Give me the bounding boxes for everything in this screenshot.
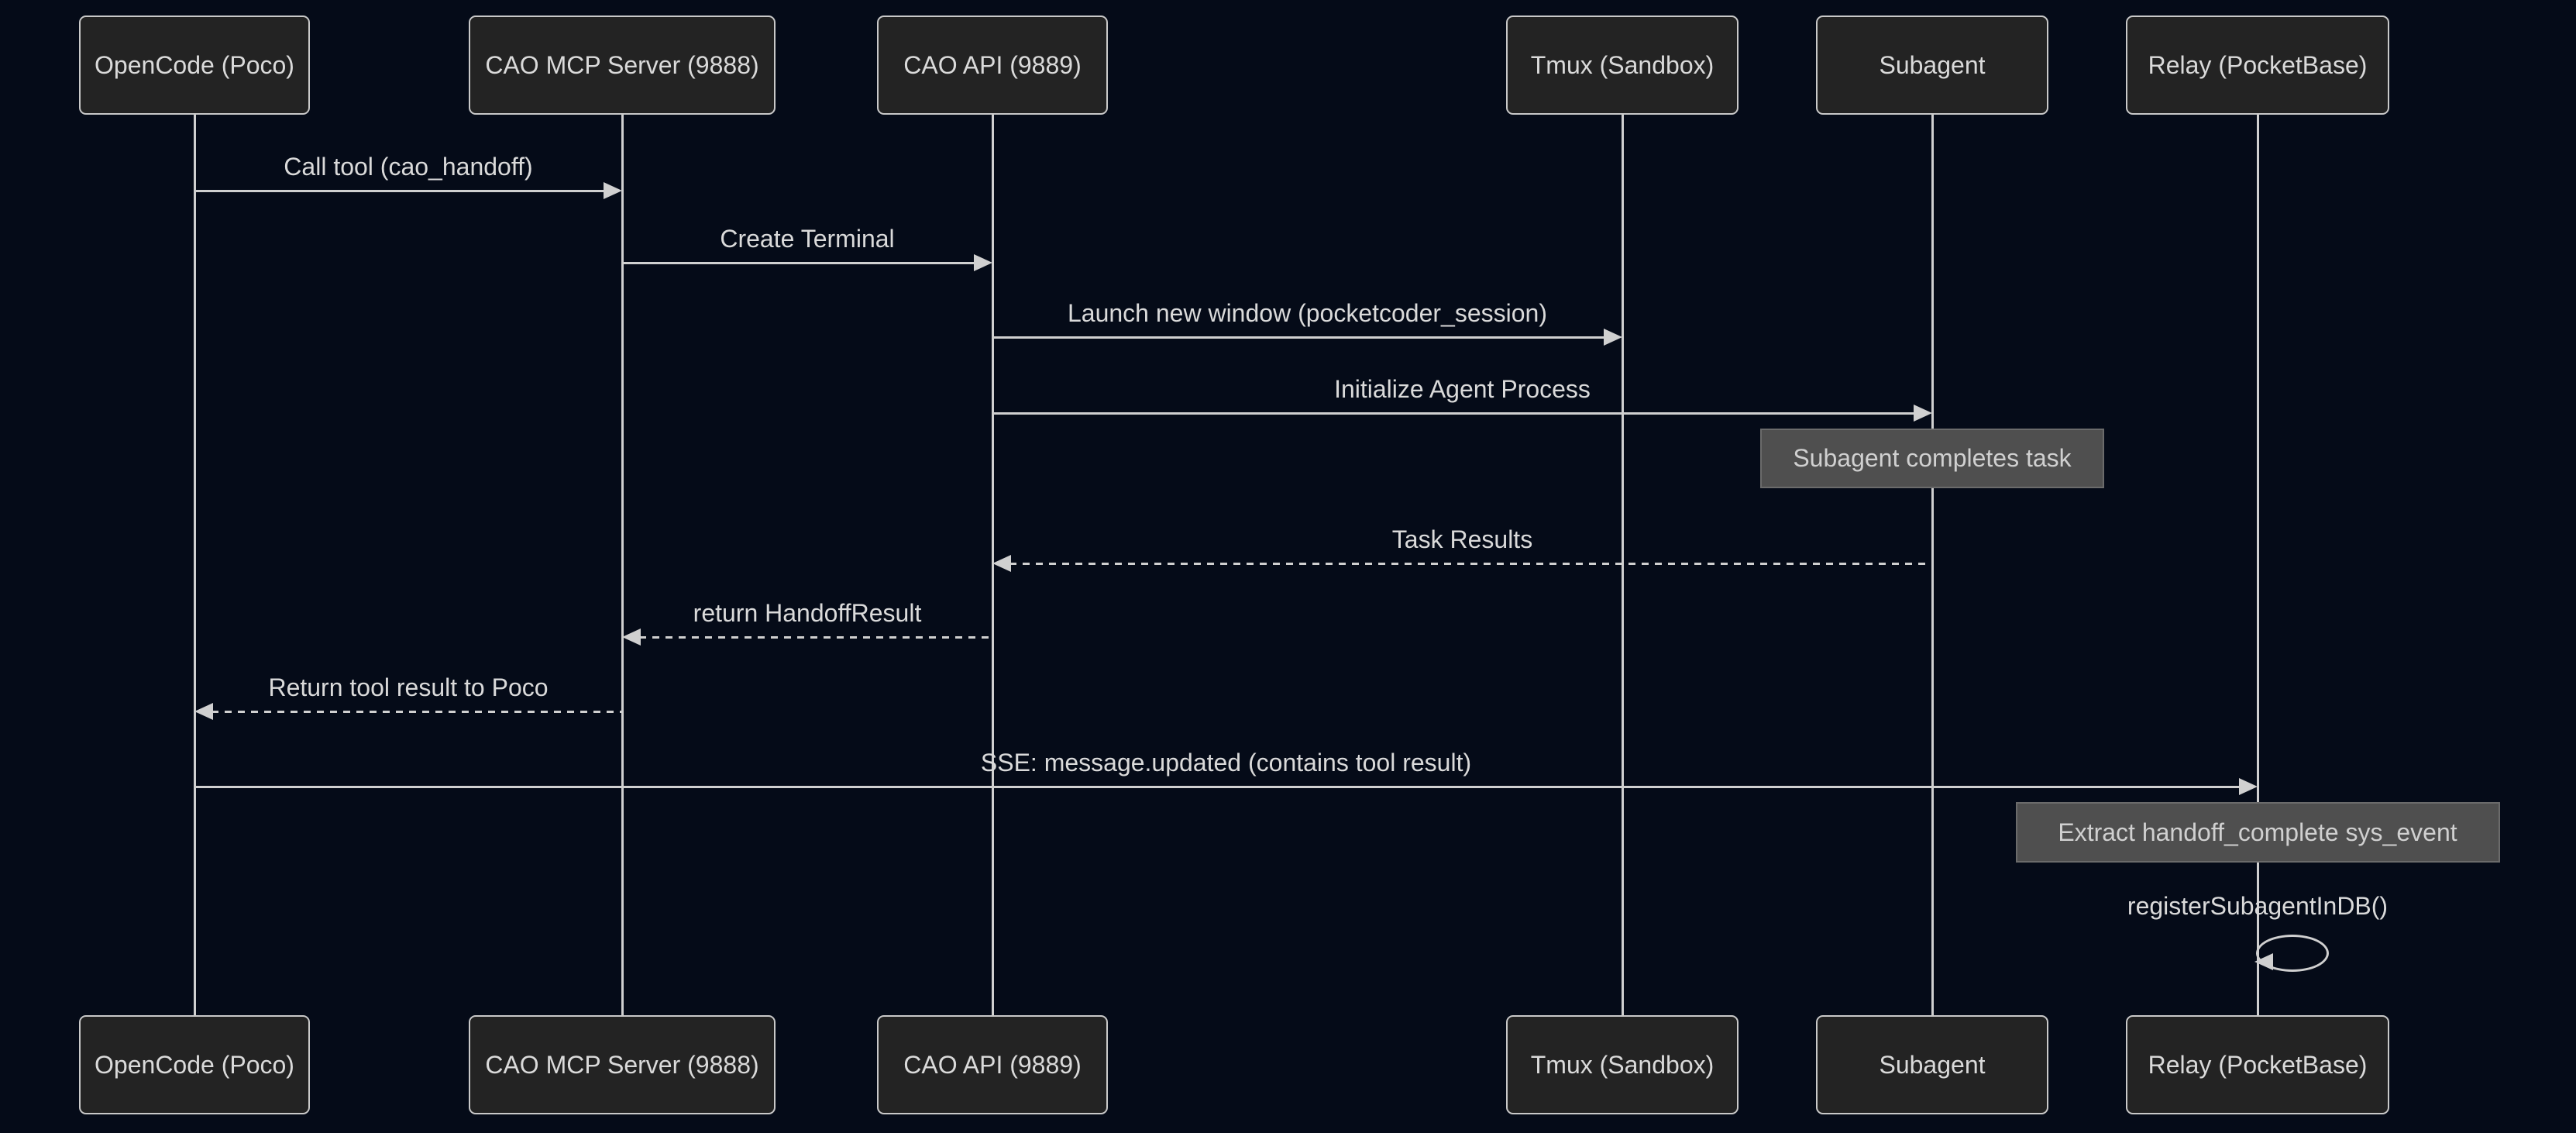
actor-api-bottom-box: CAO API (9889) — [877, 1015, 1108, 1114]
message-label: Return tool result to Poco — [268, 673, 549, 701]
message-arrowhead — [604, 182, 622, 199]
message-line — [194, 189, 605, 192]
self-loop-arrowhead — [2254, 953, 2273, 970]
message-line — [194, 785, 2241, 788]
actor-label: Subagent — [1879, 1050, 1986, 1079]
lifeline-tmux — [1621, 113, 1624, 1017]
message-label: return HandoffResult — [693, 599, 922, 627]
actor-mcp-bottom-box: CAO MCP Server (9888) — [469, 1015, 776, 1114]
message-label: SSE: message.updated (contains tool resu… — [980, 749, 1472, 777]
actor-label: Relay (PocketBase) — [2148, 1050, 2368, 1079]
actor-opencode-top-box: OpenCode (Poco) — [79, 15, 310, 115]
message-label: Create Terminal — [720, 225, 895, 253]
note-label: Extract handoff_complete sys_event — [2058, 818, 2457, 846]
message-line — [992, 336, 1605, 339]
message-label: Task Results — [1391, 525, 1533, 553]
actor-label: OpenCode (Poco) — [95, 50, 294, 79]
actor-label: Tmux (Sandbox) — [1530, 1050, 1714, 1079]
message-arrowhead — [1604, 329, 1622, 346]
message-arrowhead — [992, 555, 1011, 572]
message-arrowhead — [974, 254, 992, 271]
actor-relay-top-box: Relay (PocketBase) — [2126, 15, 2389, 115]
actor-label: Relay (PocketBase) — [2148, 50, 2368, 79]
lifeline-opencode — [193, 113, 196, 1017]
message-line — [992, 412, 1915, 415]
actor-label: CAO MCP Server (9888) — [485, 1050, 759, 1079]
actor-label: CAO API (9889) — [903, 50, 1082, 79]
message-label: Initialize Agent Process — [1334, 375, 1591, 403]
lifeline-subagent — [1931, 113, 1934, 1017]
message-label: Call tool (cao_handoff) — [284, 153, 533, 181]
message-arrowhead — [2239, 778, 2258, 795]
actor-subagent-bottom-box: Subagent — [1816, 1015, 2048, 1114]
actor-label: OpenCode (Poco) — [95, 1050, 294, 1079]
message-arrowhead — [622, 628, 641, 646]
actor-opencode-bottom-box: OpenCode (Poco) — [79, 1015, 310, 1114]
lifeline-mcp — [621, 113, 624, 1017]
message-line — [1009, 562, 1932, 565]
actor-label: CAO API (9889) — [903, 1050, 1082, 1079]
actor-label: CAO MCP Server (9888) — [485, 50, 759, 79]
note: Subagent completes task — [1760, 429, 2104, 488]
lifeline-relay — [2256, 113, 2259, 1017]
note-label: Subagent completes task — [1793, 444, 2072, 472]
note: Extract handoff_complete sys_event — [2015, 802, 2500, 863]
actor-tmux-bottom-box: Tmux (Sandbox) — [1506, 1015, 1739, 1114]
actor-api-top-box: CAO API (9889) — [877, 15, 1108, 115]
actor-label: Tmux (Sandbox) — [1530, 50, 1714, 79]
message-line — [622, 261, 975, 264]
actor-subagent-top-box: Subagent — [1816, 15, 2048, 115]
message-arrowhead — [1914, 405, 1932, 422]
actor-mcp-top-box: CAO MCP Server (9888) — [469, 15, 776, 115]
message-line — [212, 710, 622, 713]
self-message-label: registerSubagentInDB() — [2127, 892, 2389, 920]
message-label: Launch new window (pocketcoder_session) — [1067, 299, 1547, 327]
actor-tmux-top-box: Tmux (Sandbox) — [1506, 15, 1739, 115]
message-line — [639, 635, 992, 639]
actor-relay-bottom-box: Relay (PocketBase) — [2126, 1015, 2389, 1114]
message-arrowhead — [194, 703, 213, 720]
actor-label: Subagent — [1879, 50, 1986, 79]
